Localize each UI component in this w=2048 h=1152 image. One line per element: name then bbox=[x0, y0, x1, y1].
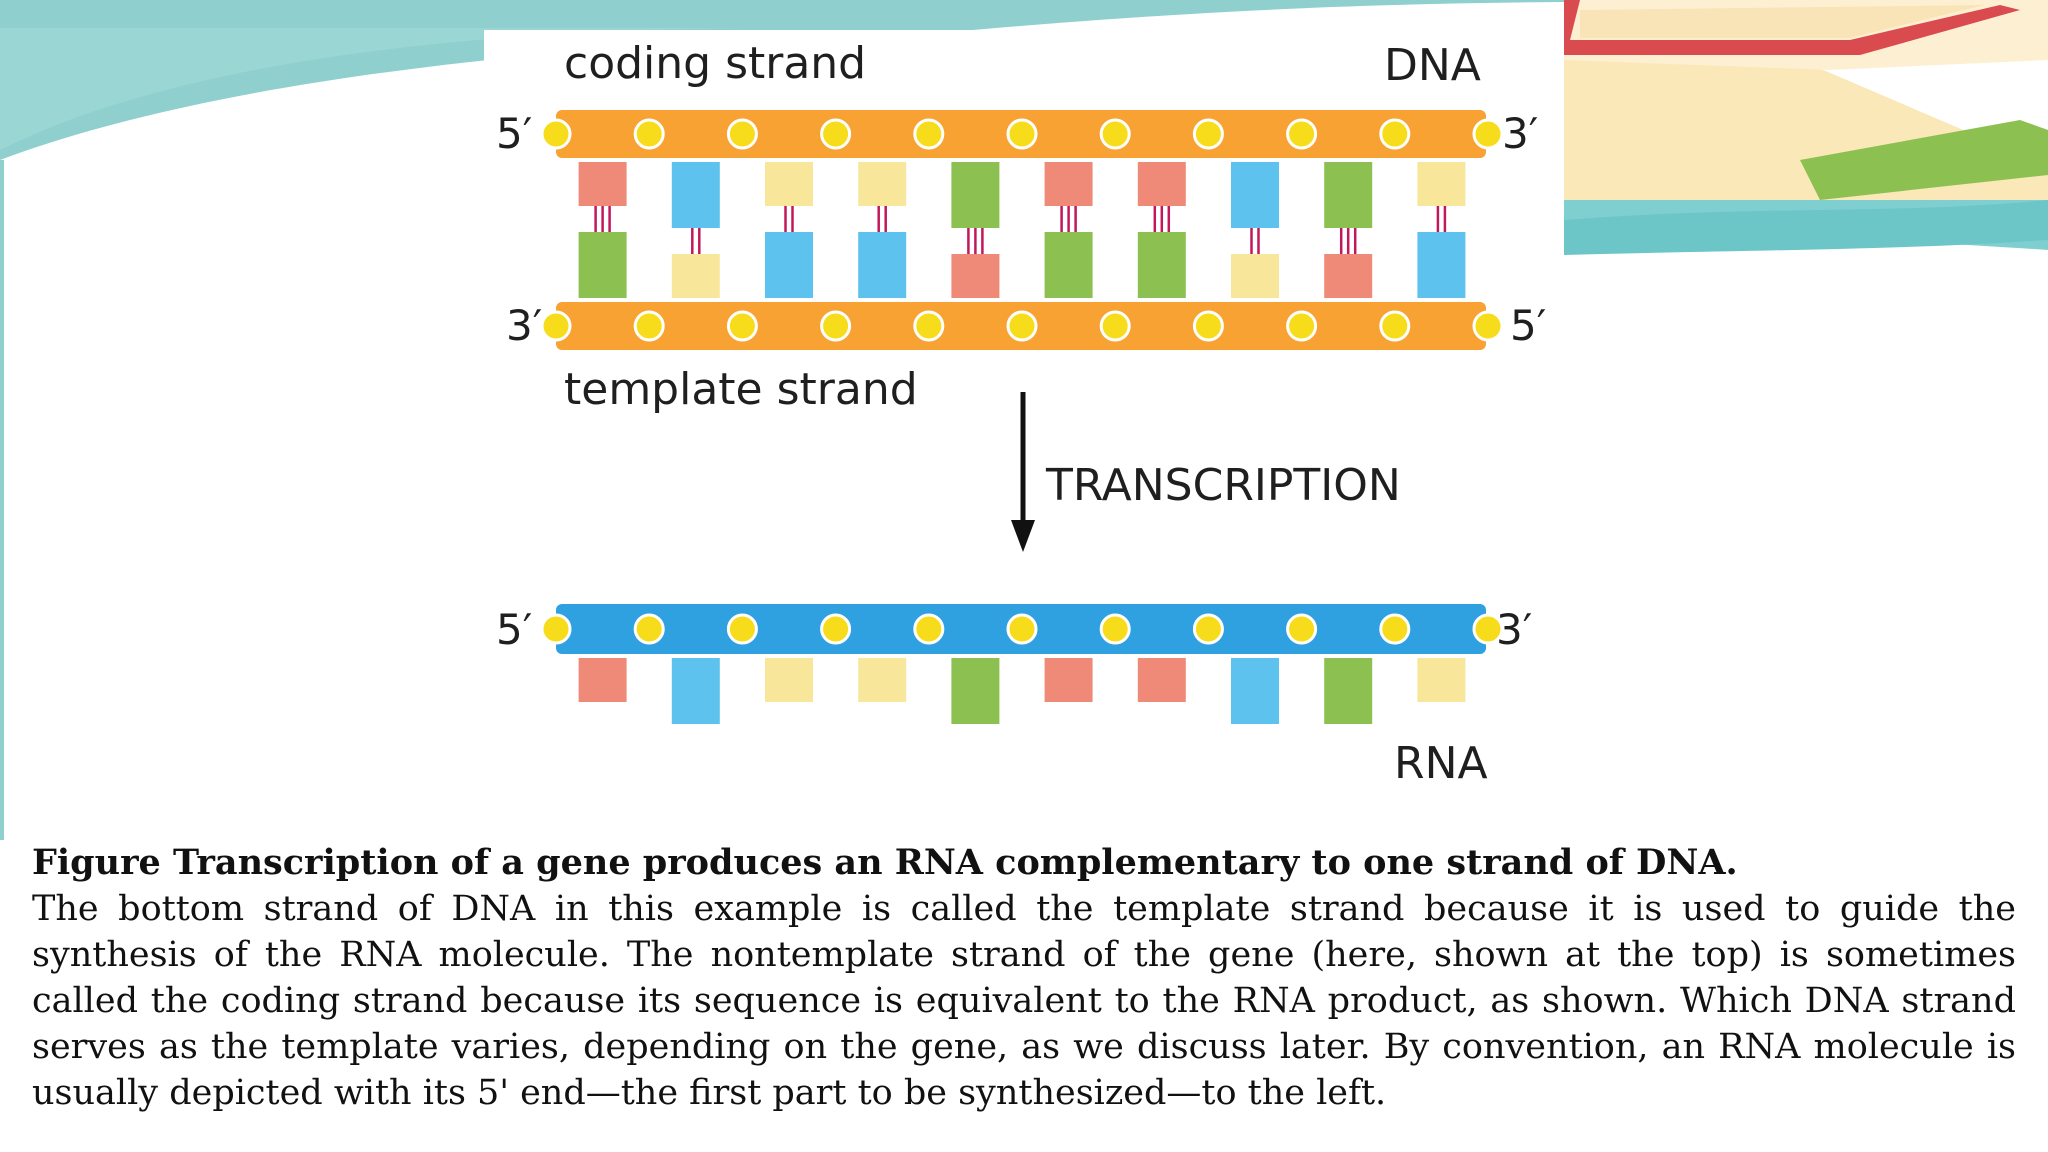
template-base-blue bbox=[858, 232, 907, 298]
rna-phosphate-dot bbox=[1099, 613, 1131, 645]
rna-base-red bbox=[578, 658, 627, 702]
coding-base-red bbox=[1044, 162, 1093, 206]
template-phosphate-dot bbox=[1006, 310, 1038, 342]
coding-base-red bbox=[1137, 162, 1186, 206]
template-phosphate-dot bbox=[820, 310, 852, 342]
rna-bases bbox=[578, 658, 1466, 724]
rna-phosphate-dot bbox=[1006, 613, 1038, 645]
coding-phosphate-dot bbox=[1379, 118, 1411, 150]
template-base-yellow bbox=[671, 254, 720, 298]
rna-phosphate-dot bbox=[1286, 613, 1318, 645]
rna-base-green bbox=[1324, 658, 1373, 724]
template-strand-bases bbox=[578, 232, 1466, 298]
rna-phosphate-dot bbox=[1192, 613, 1224, 645]
coding-phosphate-dot bbox=[1472, 118, 1504, 150]
coding-strand-bases bbox=[578, 162, 1466, 228]
template-phosphate-dot bbox=[726, 310, 758, 342]
template-phosphate-dot bbox=[1379, 310, 1411, 342]
rna-phosphate-dot bbox=[540, 613, 572, 645]
coding-phosphate-dot bbox=[633, 118, 665, 150]
rna-label: RNA bbox=[1394, 738, 1488, 789]
template-phosphate-dot bbox=[1099, 310, 1131, 342]
coding-phosphate-dot bbox=[540, 118, 572, 150]
coding-phosphates bbox=[540, 118, 1504, 150]
teal-swoosh-inner bbox=[0, 28, 760, 150]
rna-base-yellow bbox=[765, 658, 813, 702]
coding-phosphate-dot bbox=[1286, 118, 1318, 150]
coding-base-blue bbox=[671, 162, 720, 228]
rna-phosphate-dot bbox=[820, 613, 852, 645]
hydrogen-bonds bbox=[594, 206, 1447, 254]
transcription-diagram: coding strand DNA 5′ 3′ 3′ 5′ template s… bbox=[496, 38, 1546, 789]
template-5prime-label: 5′ bbox=[1510, 301, 1546, 350]
template-phosphate-dot bbox=[1192, 310, 1224, 342]
template-phosphate-dot bbox=[633, 310, 665, 342]
template-base-yellow bbox=[1231, 254, 1279, 298]
template-base-green bbox=[1137, 232, 1186, 298]
template-phosphate-dot bbox=[913, 310, 945, 342]
template-3prime-label: 3′ bbox=[506, 301, 542, 350]
coding-phosphate-dot bbox=[726, 118, 758, 150]
transcription-arrow bbox=[1011, 392, 1035, 552]
coding-base-red bbox=[578, 162, 627, 206]
coding-base-yellow bbox=[765, 162, 813, 206]
coding-phosphate-dot bbox=[820, 118, 852, 150]
template-base-green bbox=[1044, 232, 1093, 298]
coding-strand-label: coding strand bbox=[564, 38, 866, 89]
coding-phosphate-dot bbox=[1006, 118, 1038, 150]
rna-base-blue bbox=[1231, 658, 1279, 724]
coding-3prime-label: 3′ bbox=[1502, 109, 1538, 158]
template-phosphate-dot bbox=[540, 310, 572, 342]
caption-title: Figure Transcription of a gene produces … bbox=[32, 842, 1738, 883]
caption-body: The bottom strand of DNA in this example… bbox=[32, 889, 2016, 1113]
rna-base-blue bbox=[671, 658, 720, 724]
left-edge-bar bbox=[0, 160, 4, 840]
coding-phosphate-dot bbox=[1192, 118, 1224, 150]
rna-phosphate-dot bbox=[1379, 613, 1411, 645]
rna-base-red bbox=[1044, 658, 1093, 702]
rna-5prime-label: 5′ bbox=[496, 605, 532, 654]
coding-phosphate-dot bbox=[913, 118, 945, 150]
template-phosphates bbox=[540, 310, 1504, 342]
template-base-red bbox=[1324, 254, 1373, 298]
coding-base-green bbox=[1324, 162, 1373, 228]
template-base-blue bbox=[765, 232, 813, 298]
rna-phosphate-dot bbox=[913, 613, 945, 645]
rna-phosphate-dot bbox=[1472, 613, 1504, 645]
rna-base-yellow bbox=[1417, 658, 1466, 702]
rna-base-red bbox=[1137, 658, 1186, 702]
coding-5prime-label: 5′ bbox=[496, 109, 532, 158]
template-base-blue bbox=[1417, 232, 1466, 298]
book-stack-icon bbox=[1564, 0, 2048, 255]
template-strand-label: template strand bbox=[564, 364, 918, 415]
dna-label: DNA bbox=[1384, 40, 1481, 91]
rna-base-yellow bbox=[858, 658, 907, 702]
rna-phosphate-dot bbox=[726, 613, 758, 645]
template-base-red bbox=[951, 254, 1000, 298]
template-base-green bbox=[578, 232, 627, 298]
template-phosphate-dot bbox=[1286, 310, 1318, 342]
coding-base-green bbox=[951, 162, 1000, 228]
coding-base-yellow bbox=[1417, 162, 1466, 206]
transcription-label: TRANSCRIPTION bbox=[1045, 460, 1401, 511]
rna-phosphate-dot bbox=[633, 613, 665, 645]
rna-base-green bbox=[951, 658, 1000, 724]
rna-phosphates bbox=[540, 613, 1504, 645]
coding-base-yellow bbox=[858, 162, 907, 206]
coding-base-blue bbox=[1231, 162, 1279, 228]
coding-phosphate-dot bbox=[1099, 118, 1131, 150]
figure-caption: Figure Transcription of a gene produces … bbox=[32, 840, 2016, 1116]
template-phosphate-dot bbox=[1472, 310, 1504, 342]
